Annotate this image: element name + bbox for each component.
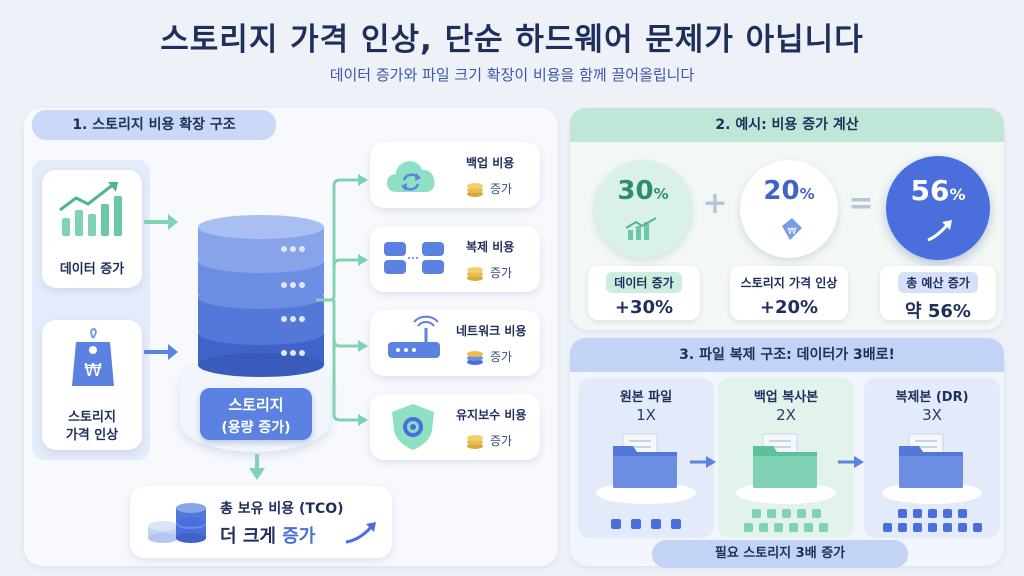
server-replication-icon xyxy=(384,242,444,274)
arrow-to-tco xyxy=(249,454,265,480)
chart-growth-icon xyxy=(59,182,122,236)
tco-line: 더 크게 증가 xyxy=(220,522,315,548)
cost-card-backup: 백업 비용 증가 xyxy=(370,142,540,208)
page-subtitle: 데이터 증가와 파일 크기 확장이 비용을 함께 끌어올립니다 xyxy=(329,66,695,84)
circle-total-budget: 56% xyxy=(886,156,990,260)
data-blocks-1x xyxy=(606,514,686,533)
input-card-price-increase: ₩ 스토리지 가격 인상 xyxy=(42,320,142,450)
operator-plus: + xyxy=(702,186,728,221)
input-card-data-growth: 데이터 증가 xyxy=(42,170,142,288)
storage-label-box: 스토리지 (용량 증가) xyxy=(200,388,312,440)
tco-card: 총 보유 비용 (TCO) 더 크게 증가 xyxy=(130,486,392,558)
cost-badge-maintenance: 증가 xyxy=(490,434,513,448)
arrow-original-to-backup xyxy=(690,456,716,468)
stat-card-data-growth: 데이터 증가 +30% xyxy=(588,266,700,320)
replica-column-original: 원본 파일 1X xyxy=(578,378,714,538)
folder-icon xyxy=(753,433,817,488)
svg-text:₩: ₩ xyxy=(84,360,102,381)
cost-label-network: 네트워크 비용 xyxy=(456,324,527,338)
circle1-value: 30% xyxy=(617,176,669,206)
tco-emph: 증가 xyxy=(282,526,316,547)
storage-label-line1: 스토리지 xyxy=(228,396,284,414)
input-label-data-growth: 데이터 증가 xyxy=(59,262,125,277)
circle3-value: 56% xyxy=(910,174,966,207)
cost-label-replication: 복제 비용 xyxy=(466,240,515,254)
section1-title: 1. 스토리지 비용 확장 구조 xyxy=(32,110,276,140)
replication-footer: 필요 스토리지 3배 증가 xyxy=(652,540,908,568)
cost-badge-replication: 증가 xyxy=(490,266,513,280)
input-label-price-line2: 가격 인상 xyxy=(65,428,119,443)
tco-title: 총 보유 비용 (TCO) xyxy=(220,501,344,517)
replica-mult-backup: 2X xyxy=(776,406,796,424)
replica-mult-original: 1X xyxy=(636,406,656,424)
folder-icon xyxy=(899,433,963,488)
stat-head-price-increase: 스토리지 가격 인상 xyxy=(732,272,846,293)
cost-label-maintenance: 유지보수 비용 xyxy=(456,408,527,422)
shield-gear-icon xyxy=(392,404,434,450)
replica-title-dr: 복제본 (DR) xyxy=(895,390,969,405)
storage-label-line2: (용량 증가) xyxy=(221,420,291,436)
stat-card-total-budget: 총 예산 증가 약 56% xyxy=(880,266,996,322)
stat-value-total-budget: 약 56% xyxy=(905,301,971,322)
arrow-data-to-storage xyxy=(144,214,178,230)
chart-growth-icon xyxy=(625,217,657,240)
folder-icon xyxy=(613,433,677,488)
stat-card-price-increase: 스토리지 가격 인상 +20% xyxy=(730,266,848,320)
cost-card-maintenance: 유지보수 비용 증가 xyxy=(370,394,540,460)
replica-mult-dr: 3X xyxy=(922,406,942,424)
data-blocks-3x xyxy=(872,506,992,534)
coin-stack-icon xyxy=(467,267,483,281)
stat-head-data-growth: 데이터 증가 xyxy=(606,272,682,293)
branch-arrows xyxy=(316,174,368,426)
cloud-sync-icon xyxy=(387,161,435,192)
coin-stack-icon xyxy=(467,183,483,197)
circle2-value: 20% xyxy=(763,176,815,206)
input-label-price-line1: 스토리지 xyxy=(68,410,116,425)
coin-stack-icon xyxy=(467,435,483,449)
arrow-backup-to-dr xyxy=(838,456,864,468)
cost-label-backup: 백업 비용 xyxy=(466,156,515,170)
stat-value-data-growth: +30% xyxy=(614,297,674,318)
database-small-icon xyxy=(148,503,206,543)
cost-badge-backup: 증가 xyxy=(490,182,513,196)
stat-head-total-budget: 총 예산 증가 xyxy=(898,272,978,293)
replica-column-backup: 백업 복사본 2X xyxy=(718,378,854,538)
replica-title-original: 원본 파일 xyxy=(619,390,673,405)
trend-up-icon xyxy=(345,522,376,544)
tco-prefix: 더 크게 xyxy=(220,526,283,547)
operator-equals: = xyxy=(848,186,874,221)
arrow-price-to-storage xyxy=(144,344,178,360)
cost-card-replication: 복제 비용 증가 xyxy=(370,226,540,292)
section3-title: 3. 파일 복제 구조: 데이터가 3배로! xyxy=(570,338,1004,372)
coin-stack-icon xyxy=(467,351,483,365)
svg-text:₩: ₩ xyxy=(788,227,797,237)
replica-column-dr: 복제본 (DR) 3X xyxy=(864,378,1000,538)
replica-title-backup: 백업 복사본 xyxy=(753,390,819,405)
page-title: 스토리지 가격 인상, 단순 하드웨어 문제가 아닙니다 xyxy=(160,22,864,58)
cost-card-network: 네트워크 비용 증가 xyxy=(370,310,540,376)
circle-data-growth: 30% xyxy=(594,160,692,258)
stat-value-price-increase: +20% xyxy=(759,297,819,318)
price-tag-icon: ₩ xyxy=(782,218,802,240)
cost-badge-network: 증가 xyxy=(490,350,513,364)
router-icon xyxy=(388,315,440,358)
section2-title: 2. 예시: 비용 증가 계산 xyxy=(570,108,1004,142)
data-blocks-2x xyxy=(728,506,844,534)
circle-price-increase: 20% ₩ xyxy=(740,160,838,258)
price-tag-icon: ₩ xyxy=(72,328,114,386)
storage-database-icon xyxy=(198,215,324,377)
arrow-up-icon xyxy=(927,220,952,242)
